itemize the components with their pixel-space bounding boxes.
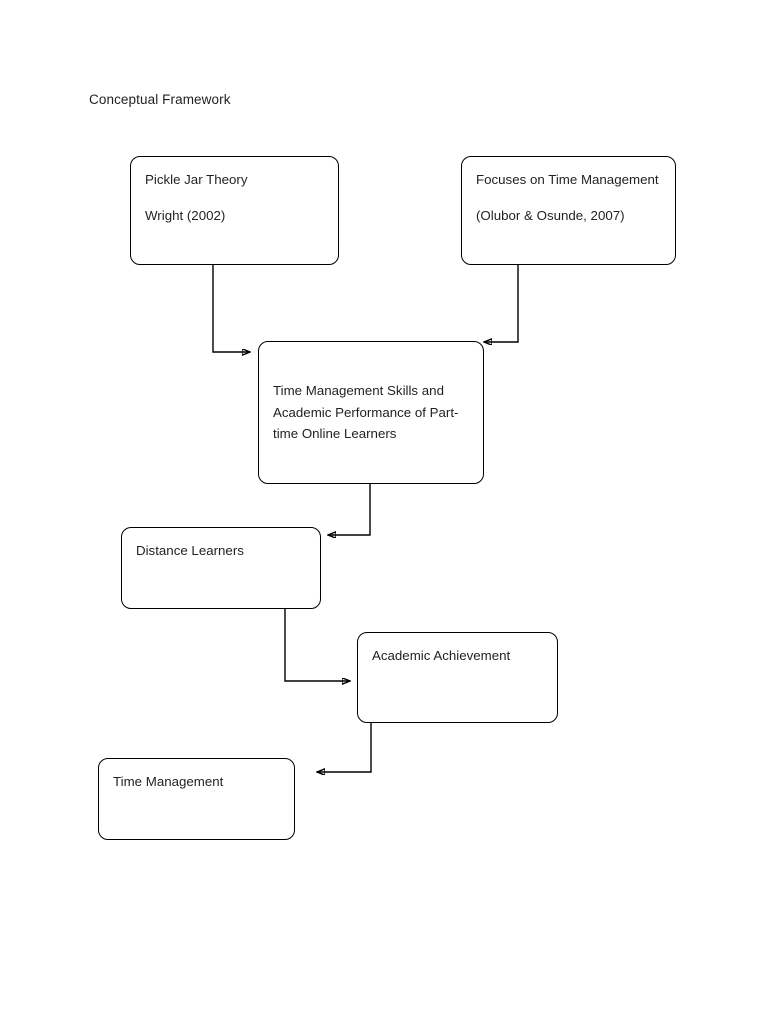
node-central-topic-text: Time Management Skills and Academic Perf… (273, 383, 459, 441)
node-time-management-text: Time Management (113, 774, 224, 789)
node-distance-learners[interactable]: Distance Learners (121, 527, 321, 609)
node-academic-achievement-text: Academic Achievement (372, 648, 511, 663)
edge-academic-to-timemgmt (317, 723, 372, 772)
page-title: Conceptual Framework (89, 92, 231, 107)
edge-distance-to-academic (284, 609, 350, 681)
node-academic-achievement[interactable]: Academic Achievement (357, 632, 558, 723)
node-focuses-on-time-management[interactable]: Focuses on Time Management (Olubor & Osu… (461, 156, 676, 265)
node-pickle-jar-theory-line2: Wright (2002) (145, 208, 226, 223)
node-focuses-on-time-management-line2: (Olubor & Osunde, 2007) (476, 208, 625, 223)
node-focuses-on-time-management-line1: Focuses on Time Management (476, 172, 659, 187)
node-distance-learners-text: Distance Learners (136, 543, 244, 558)
node-pickle-jar-theory-line1: Pickle Jar Theory (145, 172, 248, 187)
edge-pickle-to-central (212, 265, 250, 352)
edge-focuses-to-central (484, 265, 519, 342)
node-pickle-jar-theory[interactable]: Pickle Jar Theory Wright (2002) (130, 156, 339, 265)
node-central-topic[interactable]: Time Management Skills and Academic Perf… (258, 341, 484, 484)
edge-central-to-distance (328, 484, 371, 535)
node-time-management[interactable]: Time Management (98, 758, 295, 840)
